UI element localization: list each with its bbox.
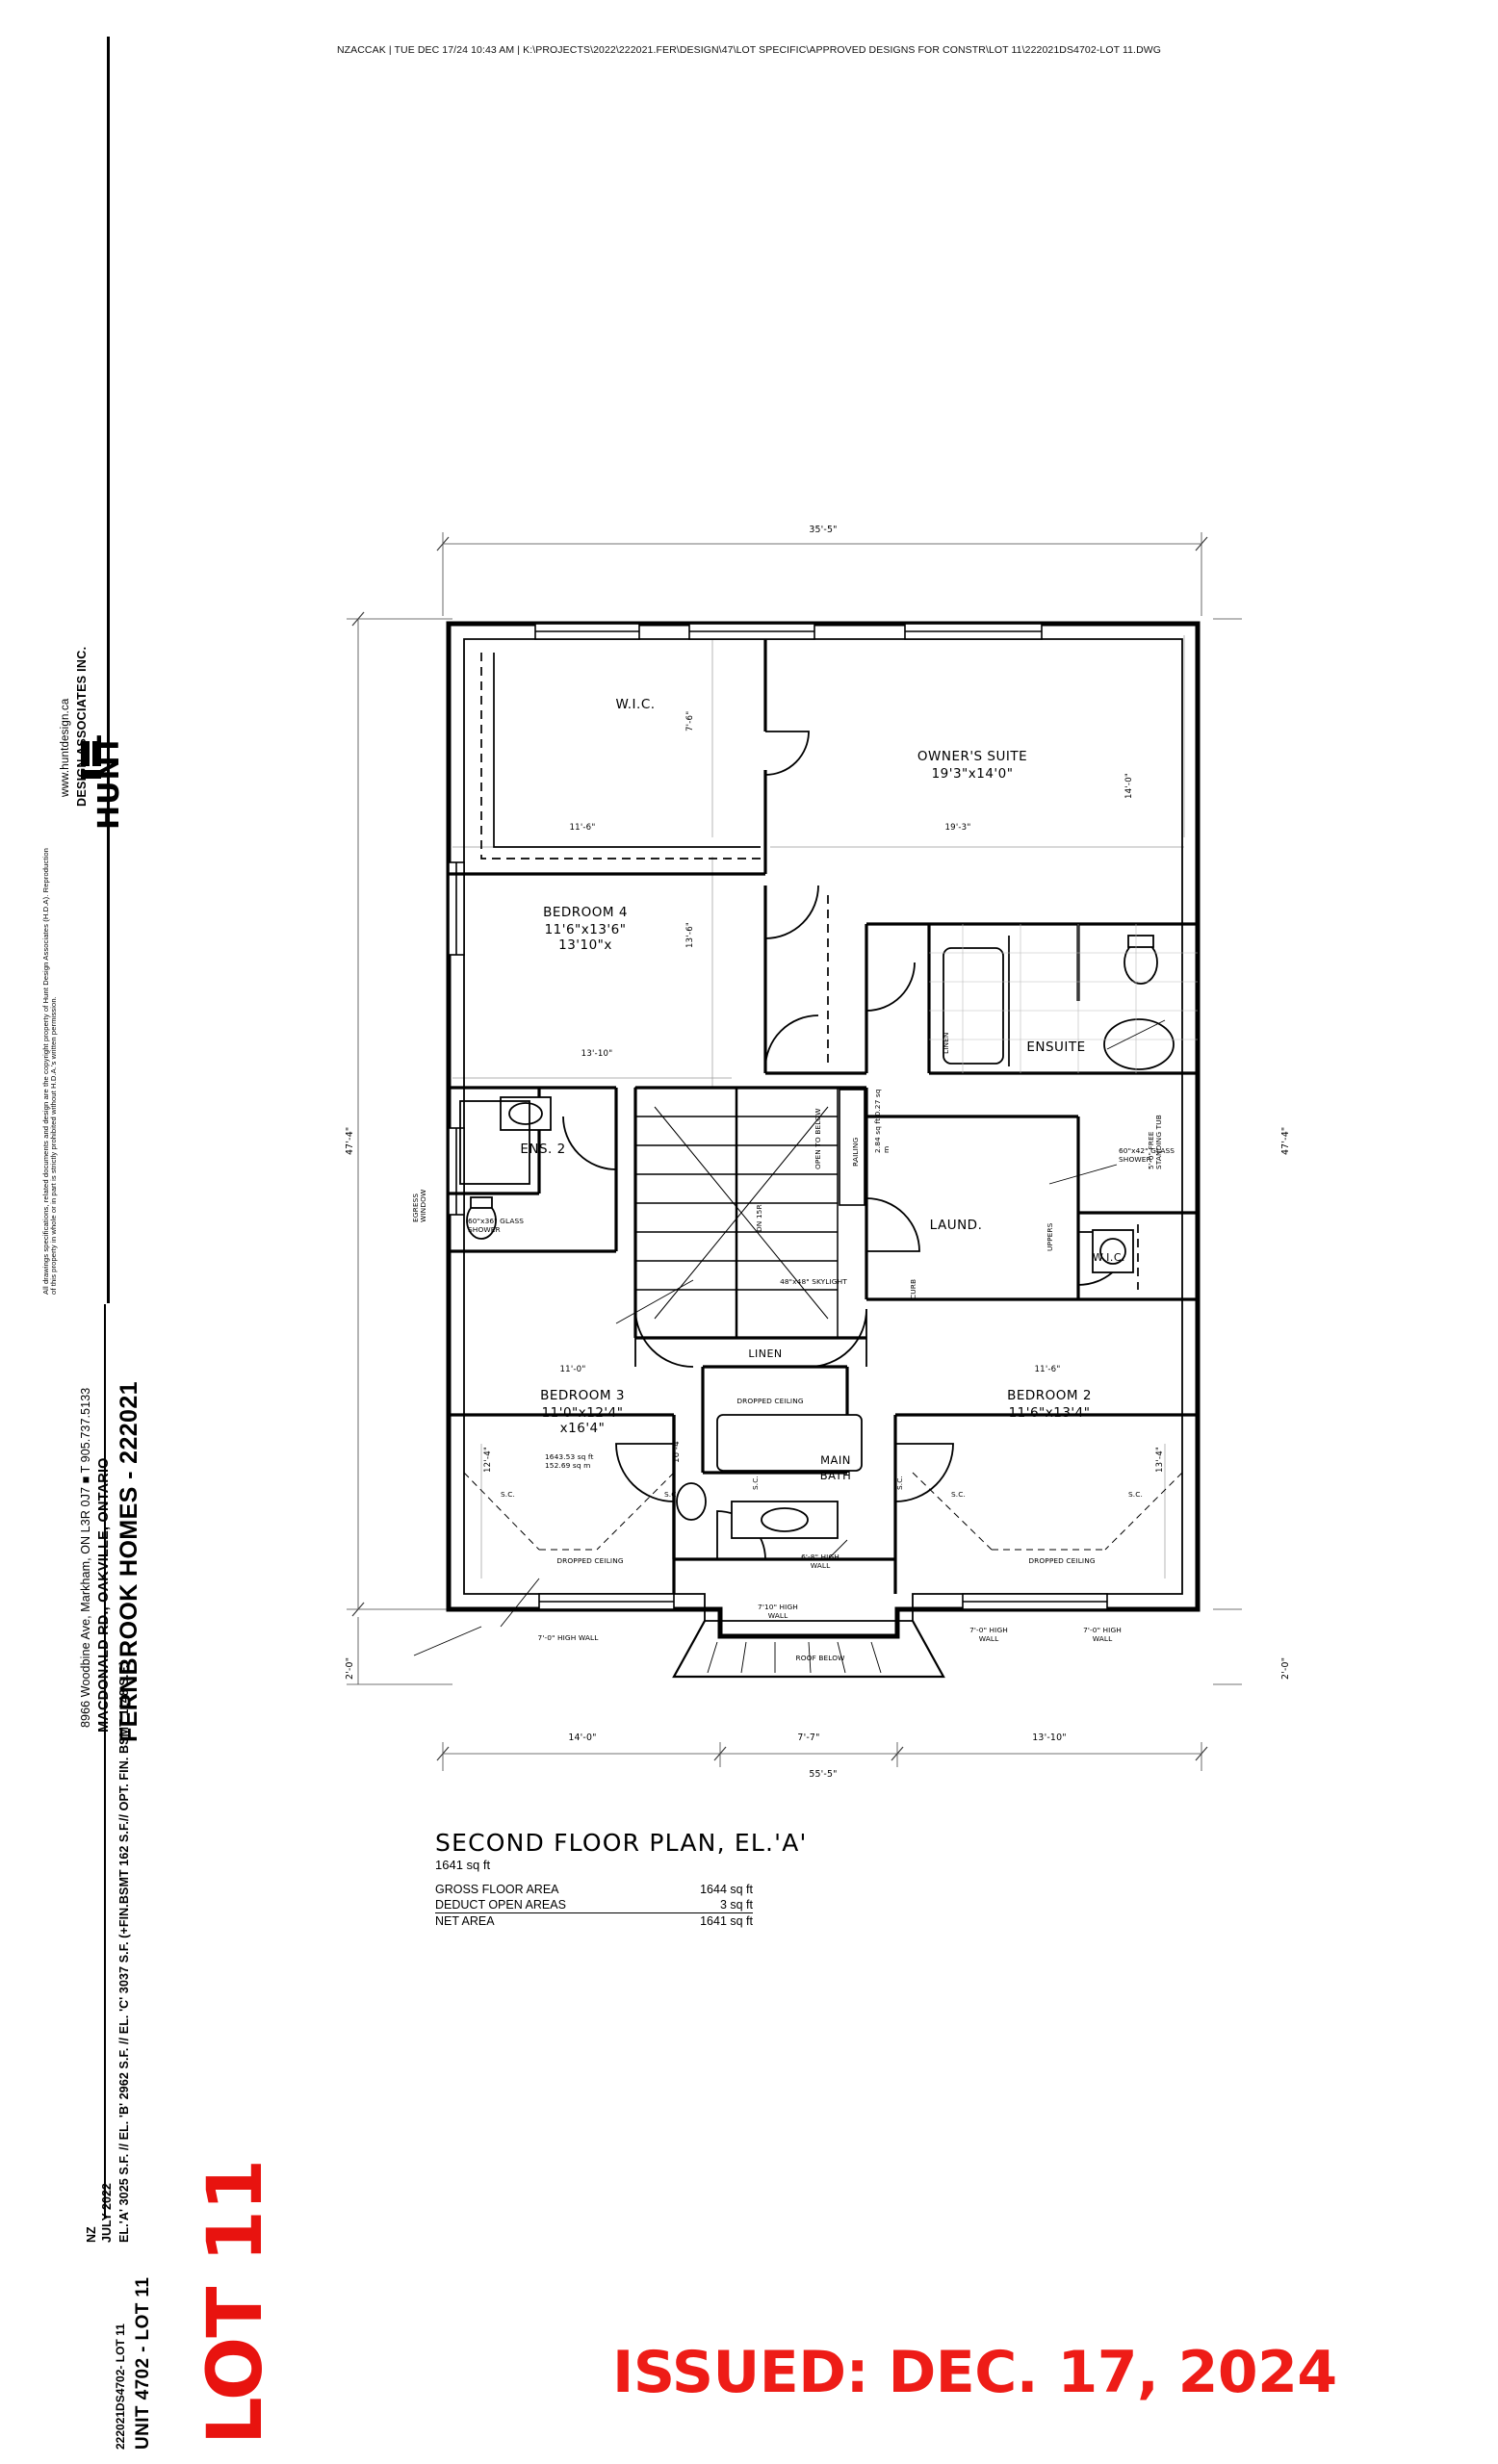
note-sc-1: S.C. xyxy=(501,1490,515,1499)
note-wall-710: 7'10" HIGH WALL xyxy=(758,1603,798,1620)
note-skylight: 48"x48" SKYLIGHT xyxy=(780,1277,847,1286)
room-label-ensuite: ENSUITE xyxy=(1026,1040,1086,1055)
note-open-to-below: OPEN TO BELOW xyxy=(814,1108,822,1169)
room-label-wic-1: W.I.C. xyxy=(615,697,656,712)
stairs xyxy=(634,1087,839,1339)
dim-right-low: 2'-0" xyxy=(1280,1656,1291,1680)
dim-interior-4: 13'-6" xyxy=(685,921,695,948)
dim-interior-10: 13'-4" xyxy=(1155,1446,1165,1473)
room-label-bedroom-4: BEDROOM 4 xyxy=(543,905,628,920)
room-label-bedroom-2: BEDROOM 2 xyxy=(1007,1388,1092,1403)
note-shower-ensuite: 60"x42" GLASS SHOWER xyxy=(1119,1146,1175,1164)
room-label-main-bath-2: BATH xyxy=(819,1469,852,1482)
room-label-laundry: LAUND. xyxy=(929,1218,983,1233)
title-block-rule-top xyxy=(107,37,110,1303)
note-linen-ensuite: LINEN xyxy=(942,1032,950,1054)
dim-right-overall: 47'-4" xyxy=(1280,1126,1291,1155)
note-uppers: UPPERS xyxy=(1046,1222,1054,1251)
plan-sqft-note: 1641 sq ft xyxy=(435,1858,491,1872)
area-value: 1641 sq ft xyxy=(700,1914,753,1928)
note-floor-area-metric: 1643.53 sq ft 152.69 sq m xyxy=(545,1452,594,1470)
room-label-linen-hall: LINEN xyxy=(748,1348,783,1360)
note-shower-ens2: 60"x36" GLASS SHOWER xyxy=(468,1217,525,1234)
leader-lines xyxy=(413,1019,1166,1656)
dim-interior-7: 11'-6" xyxy=(1034,1365,1061,1374)
dim-interior-1: 14'-0" xyxy=(1124,772,1134,799)
dim-interior-5: 13'-10" xyxy=(581,1049,613,1059)
note-railing: RAILING xyxy=(851,1137,860,1167)
room-dims-bedroom-2: 11'6"x13'4" xyxy=(1008,1405,1091,1421)
room-label-bedroom-3: BEDROOM 3 xyxy=(540,1388,625,1403)
room-label-main-bath-1: MAIN xyxy=(820,1453,851,1467)
dim-overall-bottom: 55'-5" xyxy=(809,1769,838,1780)
note-sc-4: S.C. xyxy=(895,1476,904,1490)
closet-shelving xyxy=(480,653,1139,1290)
dim-interior-6: 11'-0" xyxy=(559,1365,586,1374)
table-row: GROSS FLOOR AREA 1644 sq ft xyxy=(435,1882,753,1897)
dim-interior-3: 19'-3" xyxy=(944,823,971,833)
room-label-owners-suite: OWNER'S SUITE xyxy=(917,749,1028,764)
roof-below xyxy=(672,1620,945,1679)
room-label-ens-2: ENS. 2 xyxy=(520,1142,566,1157)
note-wall-68: 6'-8" HIGH WALL xyxy=(801,1553,839,1570)
plumbing-fixtures xyxy=(459,935,1175,1539)
dim-bottom-mid: 7'-7" xyxy=(797,1732,820,1743)
title-block-rule-bottom xyxy=(104,1304,106,2219)
dim-bottom-left: 14'-0" xyxy=(568,1732,597,1743)
tile-hatch xyxy=(929,924,1198,1073)
open-to-below xyxy=(839,1089,865,1206)
ceiling-slope-lines xyxy=(463,1472,1183,1551)
area-label: DEDUCT OPEN AREAS xyxy=(435,1898,566,1912)
logo-mark-block-1 xyxy=(81,741,90,766)
room-dims-bedroom-4: 11'6"x13'6" xyxy=(544,922,627,937)
note-dropped-ceiling-br3: DROPPED CEILING xyxy=(556,1556,624,1565)
note-egress-window: EGRESS WINDOW xyxy=(411,1189,428,1222)
logo-mark-block-2 xyxy=(92,741,101,766)
note-sc-6: S.C. xyxy=(1128,1490,1143,1499)
plot-header-path: NZACCAK | TUE DEC 17/24 10:43 AM | K:\PR… xyxy=(336,44,1162,56)
plan-title: SECOND FLOOR PLAN, EL.'A' xyxy=(435,1829,808,1857)
note-dropped-ceiling-br2: DROPPED CEILING xyxy=(1028,1556,1096,1565)
room-dims-bedroom-3: 11'0"x12'4" xyxy=(541,1405,624,1421)
area-label: NET AREA xyxy=(435,1914,495,1928)
logo-mark-block-3 xyxy=(81,770,101,779)
floor-plan-svg xyxy=(274,392,1290,1800)
note-dropped-ceiling-bath: DROPPED CEILING xyxy=(736,1397,804,1405)
area-summary-table: GROSS FLOOR AREA 1644 sq ft DEDUCT OPEN A… xyxy=(435,1882,753,1929)
area-label: GROSS FLOOR AREA xyxy=(435,1883,559,1896)
note-sc-3: S.C. xyxy=(751,1476,760,1490)
note-sc-5: S.C. xyxy=(951,1490,966,1499)
issued-date-stamp: ISSUED: DEC. 17, 2024 xyxy=(612,2339,1337,2406)
note-wall-height-mid: 7'-0" HIGH WALL xyxy=(969,1626,1008,1643)
dim-left-overall: 47'-4" xyxy=(345,1126,355,1155)
note-wall-height-right: 7'-0" HIGH WALL xyxy=(1083,1626,1122,1643)
area-value: 3 sq ft xyxy=(719,1898,753,1912)
note-sc-2: S.C. xyxy=(664,1490,679,1499)
note-freestanding-tub: 5'-0" FREE STANDING TUB xyxy=(1147,1115,1164,1169)
note-wall-height-left: 7'-0" HIGH WALL xyxy=(537,1633,599,1642)
note-stair-direction: DN 15R xyxy=(755,1204,763,1232)
note-curb: CURB xyxy=(909,1278,917,1299)
second-floor-plan-drawing xyxy=(274,392,1290,1800)
dim-overall-top: 35'-5" xyxy=(809,525,838,535)
note-roof-below: ROOF BELOW xyxy=(795,1654,845,1662)
table-row: DEDUCT OPEN AREAS 3 sq ft xyxy=(435,1897,753,1913)
note-open-area-sqft: 2.84 sq ft 0.27 sq m xyxy=(873,1089,891,1153)
dim-left-low: 2'-0" xyxy=(345,1656,355,1680)
room-dims2-bedroom-3: x16'4" xyxy=(559,1421,606,1436)
room-dims2-bedroom-4: 13'10"x xyxy=(558,937,612,953)
table-row: NET AREA 1641 sq ft xyxy=(435,1913,753,1929)
room-label-wic-2: W.I.C. xyxy=(1092,1251,1126,1264)
dim-interior-2: 11'-6" xyxy=(569,823,596,833)
dim-interior-8: 12'-4" xyxy=(483,1446,493,1473)
dim-interior-9: 16'-4" xyxy=(672,1436,682,1463)
dim-interior-0: 7'-6" xyxy=(685,710,695,732)
dim-bottom-right: 13'-10" xyxy=(1032,1732,1067,1743)
room-dims-owners-suite: 19'3"x14'0" xyxy=(931,766,1014,782)
area-value: 1644 sq ft xyxy=(700,1883,753,1896)
